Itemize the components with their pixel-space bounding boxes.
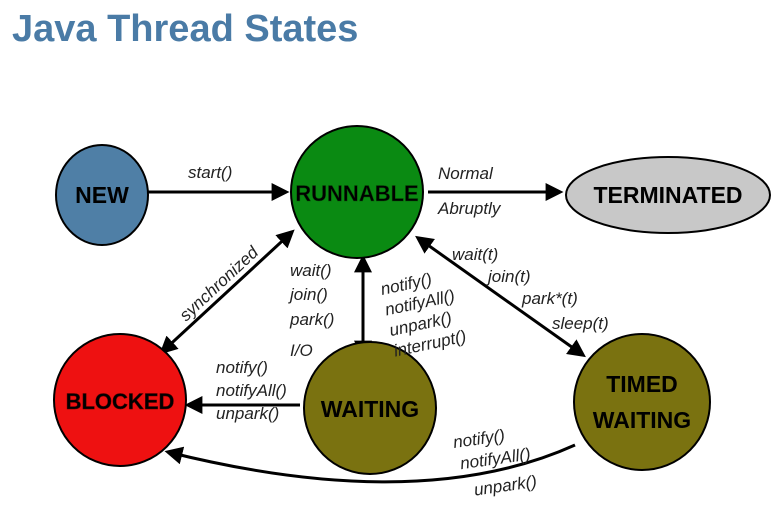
label-timed-to-blocked-2: unpark(): [473, 472, 538, 500]
state-runnable-shape: [290, 125, 424, 259]
label-to-waiting-1: join(): [288, 285, 328, 304]
label-to-timed-0: wait(t): [452, 245, 498, 264]
edge-timed-waiting-to-blocked: [164, 443, 576, 484]
label-to-timed-1: join(t): [486, 267, 531, 286]
label-abruptly: Abruptly: [437, 199, 502, 218]
label-synchronized: synchronized: [176, 242, 263, 325]
state-new-label: NEW: [75, 182, 129, 208]
state-terminated: TERMINATED: [565, 156, 771, 234]
state-new: NEW: [55, 144, 149, 246]
label-start: start(): [188, 163, 232, 182]
state-waiting: WAITING: [303, 341, 437, 475]
state-waiting-shape: [303, 341, 437, 475]
state-terminated-shape: [565, 156, 771, 234]
label-to-timed-3: sleep(t): [552, 314, 609, 333]
label-to-waiting-0: wait(): [290, 261, 332, 280]
state-timed-waiting-label-1: TIMED: [606, 371, 678, 397]
state-runnable: RUNNABLE: [290, 125, 424, 259]
label-waiting-to-blocked-0: notify(): [216, 358, 268, 377]
label-waiting-to-blocked-1: notifyAll(): [216, 381, 287, 400]
state-timed-waiting: TIMED WAITING: [573, 333, 711, 471]
label-to-timed-2: park*(t): [521, 289, 578, 308]
edge-runnable-blocked: [159, 229, 295, 355]
edge-runnable-timed-waiting: [415, 235, 586, 358]
state-new-shape: [55, 144, 149, 246]
state-timed-waiting-label-2: WAITING: [593, 407, 691, 433]
state-waiting-label: WAITING: [321, 396, 419, 422]
state-blocked-shape: [53, 333, 187, 467]
state-runnable-label: RUNNABLE: [295, 181, 418, 206]
state-timed-waiting-shape: [573, 333, 711, 471]
state-terminated-label: TERMINATED: [593, 182, 742, 208]
label-waiting-to-blocked-2: unpark(): [216, 404, 279, 423]
page-title: Java Thread States: [12, 8, 359, 50]
label-to-waiting-3: I/O: [290, 341, 313, 360]
label-to-waiting-2: park(): [289, 310, 334, 329]
label-normal: Normal: [438, 164, 494, 183]
state-blocked: BLOCKED: [53, 333, 187, 467]
state-blocked-label: BLOCKED: [66, 389, 175, 414]
